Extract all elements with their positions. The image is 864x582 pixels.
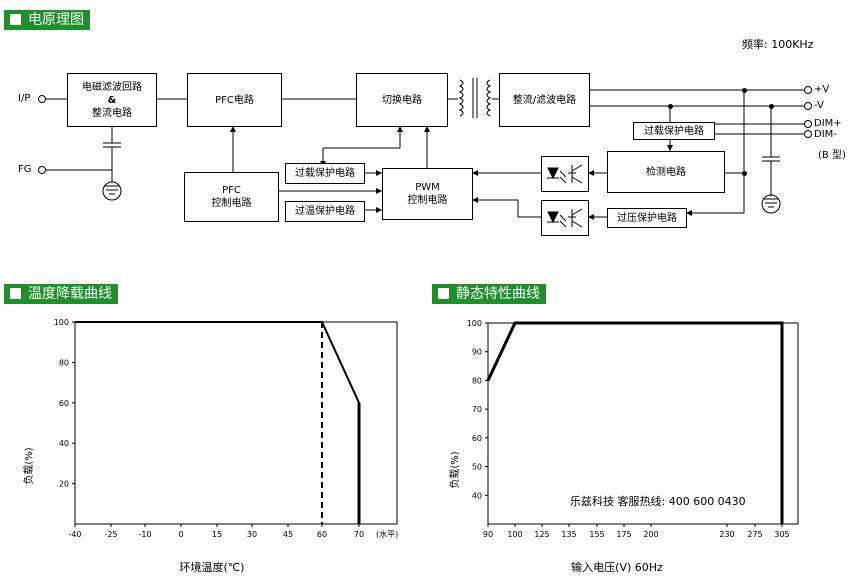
junction-dot bbox=[742, 171, 747, 176]
junction-dot bbox=[769, 104, 774, 109]
terminal-v-minus bbox=[804, 102, 812, 110]
terminal-dim-minus bbox=[804, 130, 812, 138]
ocp-label: 过载保护电路 bbox=[295, 168, 355, 179]
rectifier-block: 整流/滤波电路 bbox=[499, 73, 590, 127]
dim-ocp-label: 过载保护电路 bbox=[644, 125, 704, 137]
detect-block: 检测电路 bbox=[607, 151, 725, 193]
ovp-block: 过压保护电路 bbox=[607, 208, 687, 228]
x-tick-label: 15 bbox=[212, 530, 222, 539]
x-tick-label: 155 bbox=[589, 530, 604, 539]
y-axis-label: 负载(%) bbox=[448, 451, 461, 488]
b-type-label: (B 型) bbox=[818, 150, 846, 161]
x-tick-label: 100 bbox=[507, 530, 522, 539]
y-tick-label: 60 bbox=[59, 399, 69, 408]
dim-ocp-block: 过载保护电路 bbox=[633, 122, 715, 140]
y-tick-label: 100 bbox=[54, 318, 69, 327]
ovp-label: 过压保护电路 bbox=[617, 212, 677, 224]
bullet-square-icon bbox=[10, 14, 21, 25]
emi-filter-block: 电磁滤波回路 & 整流电路 bbox=[67, 73, 157, 127]
pwm-control-block: PWM 控制电路 bbox=[382, 168, 473, 220]
section-header-block-diagram: 电原理图 bbox=[4, 10, 90, 30]
x-tick-label: -25 bbox=[104, 530, 117, 539]
fg-label: FG bbox=[18, 164, 32, 175]
section-header-derating: 温度降载曲线 bbox=[4, 284, 118, 304]
hotline-annotation: 乐兹科技 客服热线: 400 600 0430 bbox=[570, 494, 746, 508]
y-tick-label: 60 bbox=[472, 434, 482, 443]
v-plus-label: +V bbox=[814, 84, 830, 95]
x-tick-label: 175 bbox=[616, 530, 631, 539]
pwm-line2: 控制电路 bbox=[407, 195, 448, 206]
pfc-ctrl-line2: 控制电路 bbox=[211, 198, 252, 209]
x-tick-label: -10 bbox=[138, 530, 151, 539]
junction-dot bbox=[668, 104, 673, 109]
section-header-static: 静态特性曲线 bbox=[432, 284, 546, 304]
otp-block: 过温保护电路 bbox=[285, 201, 365, 222]
y-tick-label: 20 bbox=[59, 480, 69, 489]
emi-amp: & bbox=[107, 94, 117, 106]
frequency-label: 频率: 100KHz bbox=[742, 38, 814, 51]
pfc-ctrl-line1: PFC bbox=[222, 185, 241, 196]
y-tick-label: 40 bbox=[472, 491, 482, 500]
x-tick-label: 305 bbox=[774, 530, 789, 539]
pfc-control-block: PFC 控制电路 bbox=[184, 172, 279, 222]
rectifier-label: 整流/滤波电路 bbox=[512, 94, 577, 106]
x-tick-label: 90 bbox=[483, 530, 493, 539]
static-curve bbox=[486, 321, 784, 524]
y-tick-label: 90 bbox=[472, 348, 482, 357]
y-tick-label: 80 bbox=[59, 358, 69, 367]
optocoupler-icon bbox=[541, 156, 589, 192]
y-tick-label: 40 bbox=[59, 439, 69, 448]
y-axis-label: 负载(%) bbox=[22, 447, 35, 484]
otp-label: 过温保护电路 bbox=[295, 206, 355, 217]
x-tick-label: 125 bbox=[534, 530, 549, 539]
junction-dot bbox=[742, 88, 747, 93]
x-tick-label: 70 bbox=[354, 530, 364, 539]
x-tick-label: 230 bbox=[719, 530, 734, 539]
plot-frame bbox=[487, 322, 799, 525]
x-tick-label: -40 bbox=[68, 530, 81, 539]
x-unit-label: (水平) bbox=[376, 529, 398, 539]
x-tick-label: 30 bbox=[247, 530, 257, 539]
emi-line2: 整流电路 bbox=[92, 107, 132, 119]
x-tick-label: 135 bbox=[561, 530, 576, 539]
switch-label: 切换电路 bbox=[382, 94, 422, 106]
y-tick-label: 100 bbox=[467, 319, 482, 328]
ocp-block: 过载保护电路 bbox=[285, 163, 365, 184]
ip-label: I/P bbox=[18, 93, 31, 104]
terminal-v-plus bbox=[804, 86, 812, 94]
emi-line1: 电磁滤波回路 bbox=[82, 81, 142, 93]
x-tick-label: 45 bbox=[283, 530, 293, 539]
optocoupler-icon bbox=[541, 200, 589, 236]
section-title: 静态特性曲线 bbox=[456, 286, 540, 302]
detect-label: 检测电路 bbox=[646, 166, 686, 178]
x-tick-label: 0 bbox=[178, 530, 183, 539]
y-tick-label: 50 bbox=[472, 463, 482, 472]
pfc-label: PFC电路 bbox=[215, 94, 254, 106]
y-tick-label: 80 bbox=[472, 376, 482, 385]
x-tick-label: 275 bbox=[747, 530, 762, 539]
bullet-square-icon bbox=[10, 288, 21, 299]
pwm-line1: PWM bbox=[415, 182, 440, 193]
x-axis-label: 输入电压(V) 60Hz bbox=[571, 560, 663, 574]
terminal-dim-plus bbox=[804, 120, 812, 128]
section-title: 电原理图 bbox=[28, 12, 84, 28]
y-tick-label: 70 bbox=[472, 405, 482, 414]
terminal-fg bbox=[38, 166, 46, 174]
section-title: 温度降载曲线 bbox=[28, 286, 112, 302]
dim-plus-label: DIM+ bbox=[814, 118, 842, 129]
switch-block: 切换电路 bbox=[356, 73, 448, 127]
v-minus-label: -V bbox=[814, 100, 824, 111]
x-axis-label: 环境温度(℃) bbox=[180, 560, 245, 574]
terminal-ip bbox=[38, 95, 46, 103]
pfc-block: PFC电路 bbox=[187, 73, 282, 127]
x-tick-label: 60 bbox=[317, 530, 327, 539]
dim-minus-label: DIM- bbox=[814, 129, 837, 140]
x-tick-label: 200 bbox=[643, 530, 658, 539]
bullet-square-icon bbox=[438, 288, 449, 299]
